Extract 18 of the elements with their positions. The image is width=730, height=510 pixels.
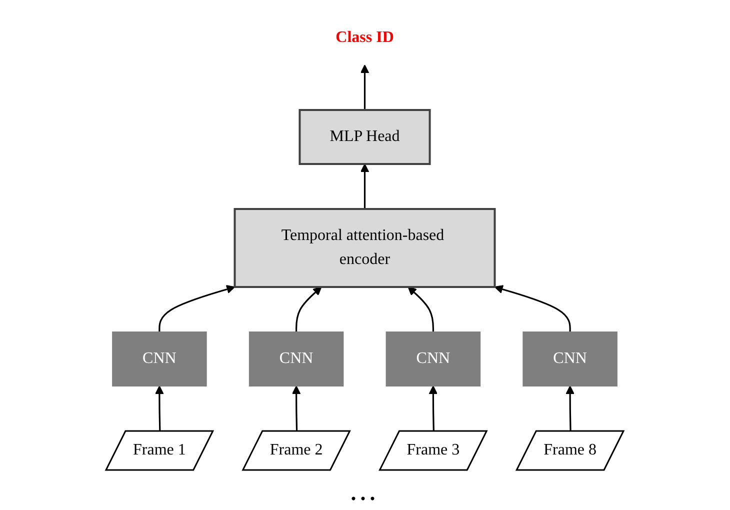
arrow [360,64,370,110]
node-box: Temporal attention-based encoder [234,208,496,288]
node-text: Class ID [336,28,394,46]
node-box: MLP Head [298,108,432,164]
arrow [296,286,322,332]
arrow [494,284,572,332]
ellipsis-mark: ... [350,480,380,505]
arrow [158,284,236,332]
node-box: CNN [522,331,618,386]
arrow [155,385,164,432]
node-box: CNN [112,331,208,386]
arrow [408,286,434,332]
arrow [566,385,575,432]
arrow [429,385,438,432]
arrow [360,163,370,208]
node-box: CNN [249,331,344,386]
node-box: CNN [386,331,481,386]
arrow [292,385,301,432]
